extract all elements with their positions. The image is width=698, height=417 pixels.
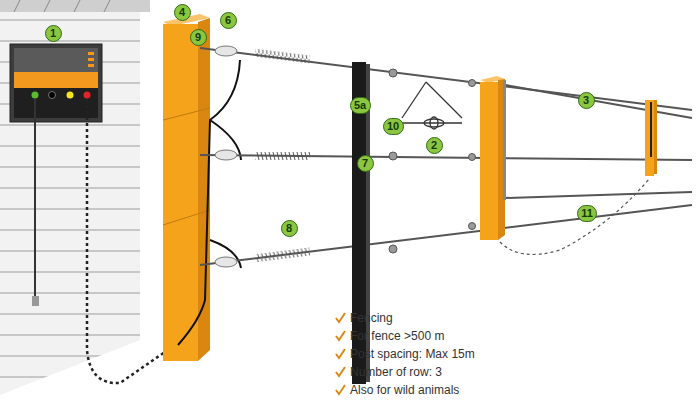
earth-rod — [32, 296, 39, 306]
connecting-cable — [210, 120, 241, 268]
return-wire — [500, 178, 650, 255]
roof-edge — [0, 0, 150, 12]
house-wall — [0, 0, 140, 395]
callout-circle: 7 — [357, 155, 374, 172]
check-mark — [336, 313, 345, 394]
callout-number: 1 — [50, 27, 56, 39]
callout-number: 10 — [387, 120, 399, 132]
connecting-cable — [178, 60, 240, 345]
tension-spring — [255, 49, 311, 263]
callout-number: 11 — [581, 207, 593, 219]
callout-circle: 8 — [281, 220, 298, 237]
feature-note: For fence >500 m — [350, 329, 444, 343]
callout-circle: 1 — [45, 25, 62, 42]
callout-circle: 3 — [578, 92, 595, 109]
callout-circle: 4 — [174, 4, 191, 21]
callout-circle: 10 — [383, 118, 404, 135]
feature-note: Number of row: 3 — [350, 365, 442, 379]
energizer — [10, 44, 102, 122]
callout-number: 8 — [286, 222, 292, 234]
callout-number: 3 — [583, 94, 589, 106]
callout-number: 4 — [179, 6, 185, 18]
feature-note: Fencing — [350, 311, 393, 325]
wire-connector — [402, 82, 462, 129]
callout-circle: 6 — [220, 12, 237, 29]
earth-lead — [34, 99, 36, 300]
feature-note: Also for wild animals — [350, 383, 459, 397]
fence-wire — [200, 48, 692, 265]
callout-circle: 9 — [190, 29, 207, 46]
line-insulator — [389, 69, 476, 253]
lead-out-cable — [87, 99, 175, 383]
callout-number: 7 — [362, 157, 368, 169]
callout-number: 6 — [225, 14, 231, 26]
callout-circle: 5a — [350, 97, 371, 114]
end-insulator — [215, 46, 237, 267]
strainer-post — [480, 76, 506, 240]
callout-circle: 2 — [426, 137, 443, 154]
callout-number: 2 — [431, 139, 437, 151]
callout-number: 9 — [195, 31, 201, 43]
callout-number: 5a — [354, 99, 366, 111]
feature-note: Post spacing: Max 15m — [350, 347, 475, 361]
end-post — [645, 100, 657, 176]
callout-circle: 11 — [577, 205, 597, 222]
